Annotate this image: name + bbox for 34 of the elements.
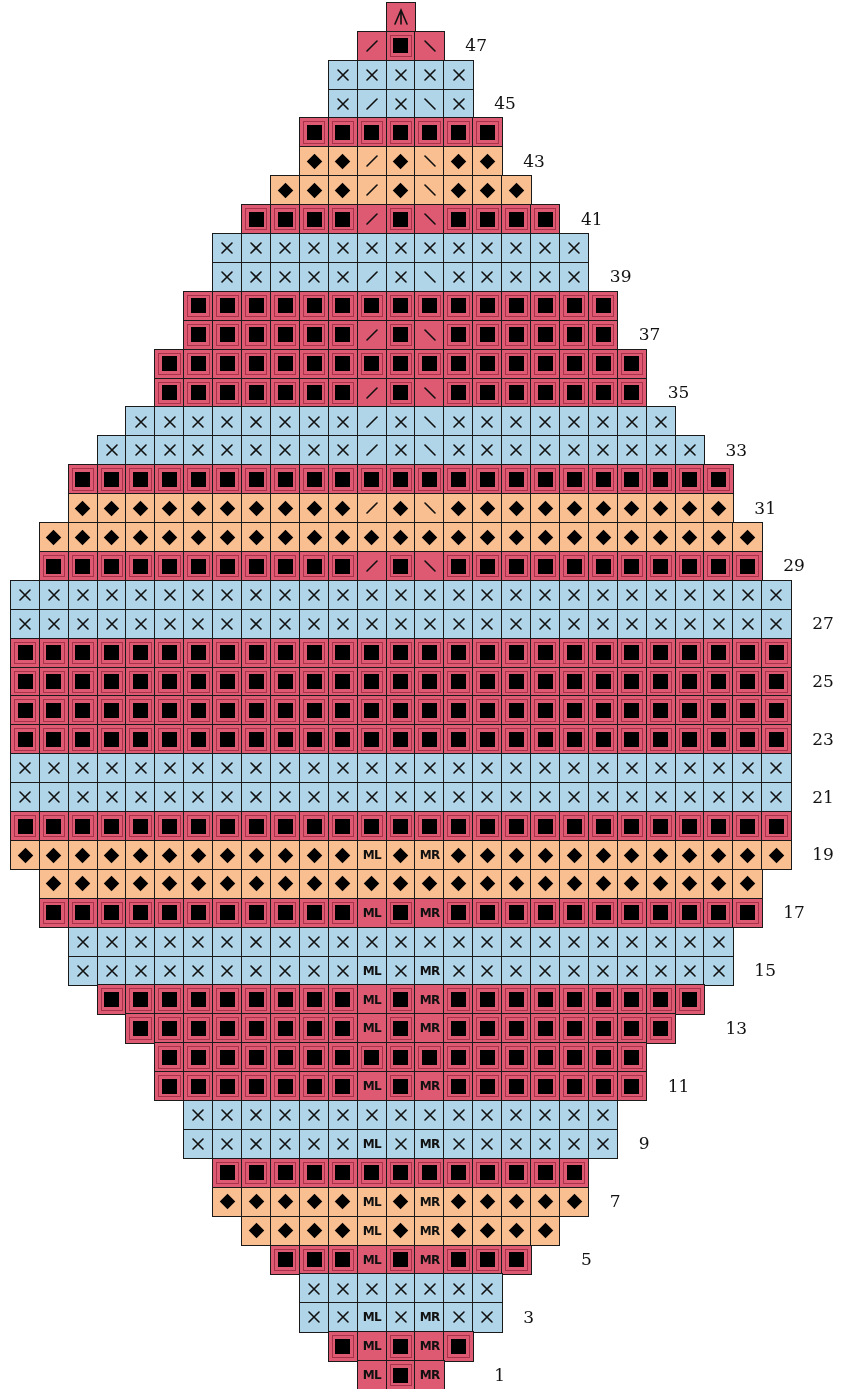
chart-cell: MR <box>414 1215 445 1246</box>
row-number: 47 <box>465 35 487 56</box>
chart-cell: MR <box>414 1360 445 1389</box>
row-number: 33 <box>725 439 748 460</box>
row-number: 25 <box>812 670 834 691</box>
row-number: 23 <box>812 728 834 749</box>
row-number: 43 <box>523 150 545 171</box>
row-number: 39 <box>609 266 632 287</box>
row-number: 3 <box>523 1306 534 1327</box>
row-number: 15 <box>754 959 776 980</box>
row-number: 11 <box>667 1075 690 1096</box>
chart-cell: MR <box>414 1244 445 1275</box>
row-number: 7 <box>609 1191 621 1212</box>
row-number: 17 <box>783 902 805 923</box>
chart-cell: ML <box>356 1360 388 1389</box>
row-number: 37 <box>638 324 661 345</box>
row-number: 45 <box>494 92 516 113</box>
chart-cell: MR <box>414 984 445 1015</box>
row-number: 27 <box>812 613 834 634</box>
chart-cell: MR <box>414 1302 445 1333</box>
row-number: 35 <box>667 381 690 402</box>
row-number: 13 <box>725 1017 748 1038</box>
chart-cell: MR <box>414 1071 445 1102</box>
row-number: 29 <box>783 555 805 576</box>
chart-cell: MR <box>414 1013 445 1044</box>
chart-cell: MR <box>414 955 445 986</box>
row-number: 1 <box>494 1364 506 1385</box>
row-number: 31 <box>754 497 776 518</box>
row-number: 5 <box>580 1248 592 1269</box>
chart-cell: MR <box>414 1331 445 1362</box>
row-number: 41 <box>580 208 603 229</box>
row-number: 9 <box>638 1133 650 1154</box>
row-number: 19 <box>812 844 834 865</box>
row-number: 21 <box>812 786 834 807</box>
